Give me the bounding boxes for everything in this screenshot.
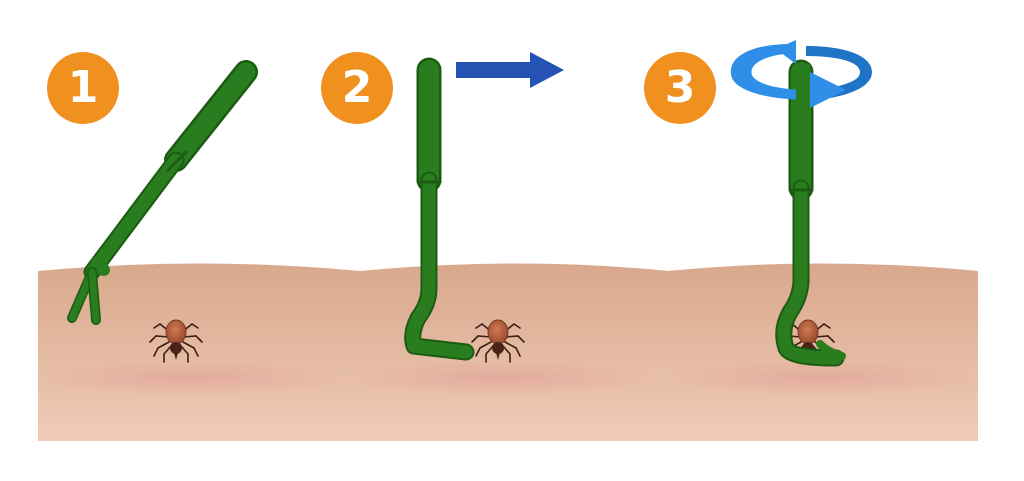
tick-leg <box>504 335 525 343</box>
tick-icon <box>471 319 525 363</box>
tick-remover-hook-step-2 <box>404 57 475 361</box>
tick-leg <box>485 345 494 363</box>
tick-head <box>492 342 504 354</box>
tick-leg <box>182 341 199 357</box>
tick-leg <box>163 345 172 363</box>
tick-leg <box>504 341 521 357</box>
tick-leg <box>471 335 492 343</box>
tick-remover-hook-step-1 <box>67 60 258 325</box>
tick-leg <box>180 345 189 363</box>
tick-head <box>170 342 182 354</box>
tick-leg <box>149 335 170 343</box>
tick-body <box>797 319 819 345</box>
tick-leg <box>475 341 492 357</box>
tick-icon <box>149 319 203 363</box>
step-1-number: 1 <box>67 62 99 113</box>
step-2-badge: 2 <box>321 52 393 124</box>
tick-leg <box>153 341 170 357</box>
arrow-right-icon <box>456 52 564 88</box>
tick-body <box>165 319 187 345</box>
tick-leg <box>502 345 511 363</box>
step-1-badge: 1 <box>47 52 119 124</box>
skin-bump-2 <box>340 360 660 396</box>
step-3-badge: 3 <box>644 52 716 124</box>
tick-mouthpart <box>174 353 178 360</box>
tick-leg <box>814 335 835 343</box>
rotate-arrow-icon <box>730 40 872 108</box>
tick-body <box>487 319 509 345</box>
tick-mouthpart <box>496 353 500 360</box>
skin-bump-3 <box>660 360 980 396</box>
tick-leg <box>182 335 203 343</box>
skin-bump-1 <box>30 360 350 396</box>
step-3-number: 3 <box>664 62 696 113</box>
step-2-number: 2 <box>341 62 373 113</box>
